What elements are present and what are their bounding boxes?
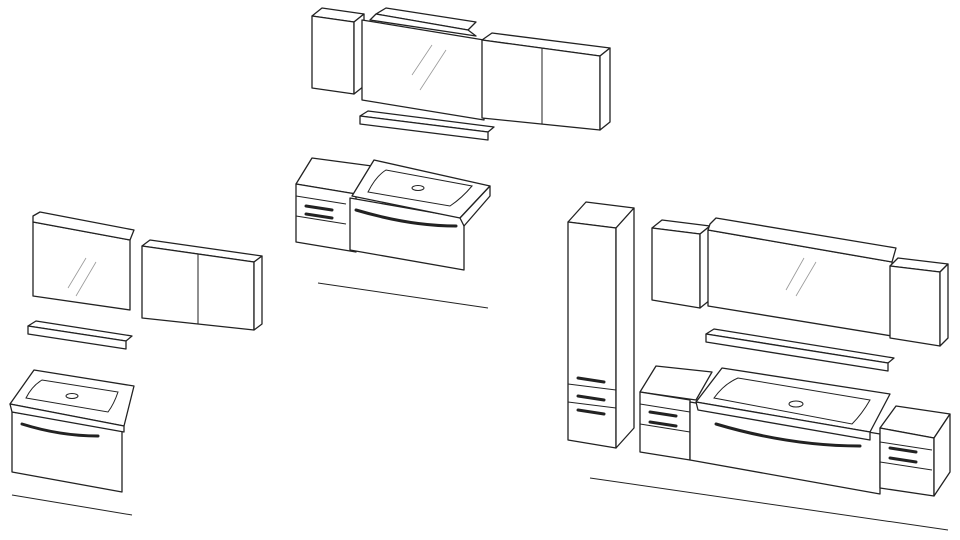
wall-cabinet-left bbox=[311, 7, 365, 95]
wide-vanity-set bbox=[295, 7, 611, 309]
shelf bbox=[705, 328, 895, 372]
vanity-unit bbox=[295, 157, 491, 271]
wall-cabinet-left bbox=[651, 219, 711, 309]
floor-line bbox=[317, 282, 489, 309]
tall-cabinet bbox=[567, 201, 635, 449]
vanity-unit bbox=[639, 365, 951, 497]
compact-vanity-set bbox=[9, 211, 263, 516]
shelf bbox=[27, 320, 133, 350]
shelf bbox=[359, 110, 495, 141]
mirror bbox=[32, 211, 135, 311]
mirror bbox=[707, 217, 897, 337]
mirror bbox=[361, 7, 485, 121]
floor-line bbox=[11, 494, 133, 516]
wall-cabinet-double bbox=[481, 32, 611, 131]
wall-cabinet-double bbox=[141, 239, 263, 331]
large-vanity-set-with-tall-cabinet bbox=[567, 201, 951, 531]
vanity-unit bbox=[9, 369, 135, 493]
floor-line bbox=[589, 477, 949, 531]
wall-cabinet-right bbox=[889, 257, 949, 347]
